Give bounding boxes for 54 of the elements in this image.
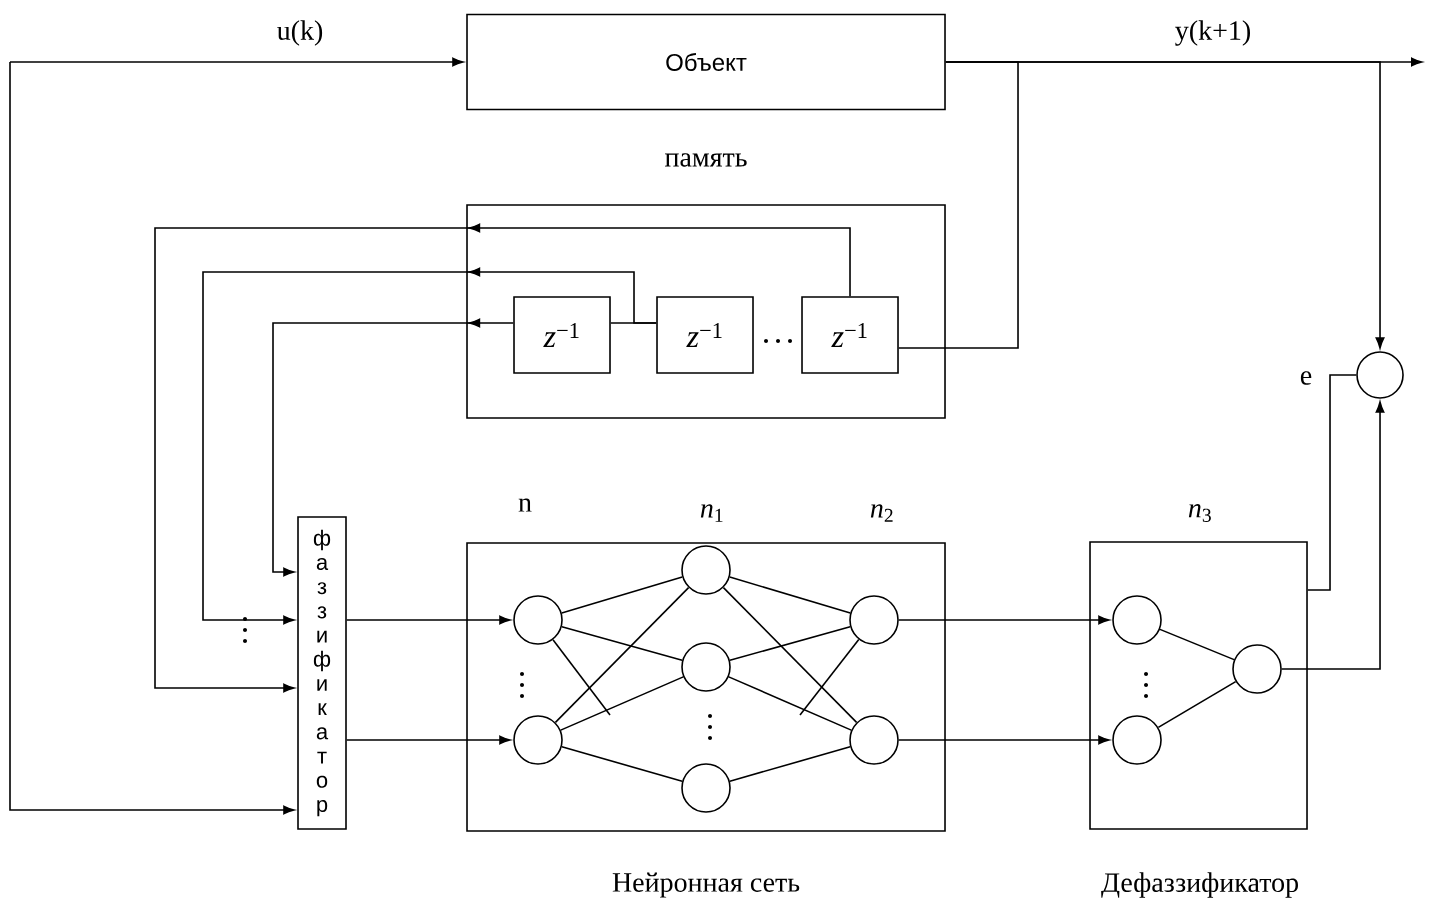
neuron-circle bbox=[513, 715, 563, 765]
layer-label: n$_{3}$ bbox=[1188, 504, 1211, 522]
neuron-circle bbox=[849, 715, 899, 765]
arrow bbox=[346, 735, 511, 745]
arrow bbox=[346, 615, 511, 625]
arrow bbox=[9, 61, 295, 815]
connector-line bbox=[559, 676, 685, 731]
arrow bbox=[202, 267, 657, 625]
delay-box: z$^{−1}$ bbox=[656, 296, 754, 374]
neuron-circle bbox=[681, 642, 731, 692]
connector-line bbox=[554, 586, 690, 724]
defuzzifier-box: Дефаззификатор bbox=[1089, 541, 1308, 898]
delay-box: z$^{−1}$ bbox=[801, 296, 899, 374]
connector-line bbox=[552, 638, 611, 716]
layer-label: n$_{2}$ bbox=[870, 504, 893, 522]
fuzzifier-box: фаззификатор bbox=[297, 516, 347, 830]
signal-label: y(k+1) bbox=[1172, 18, 1254, 48]
connector-line bbox=[561, 625, 683, 662]
summing-circle bbox=[1356, 351, 1404, 399]
neuron-circle bbox=[849, 595, 899, 645]
object-box: Объект bbox=[466, 13, 946, 111]
network-box: Нейронная сеть bbox=[466, 542, 946, 898]
arrow bbox=[898, 735, 1110, 745]
arrow bbox=[945, 61, 1385, 349]
neuron-circle bbox=[1112, 715, 1162, 765]
connector-line bbox=[729, 625, 851, 662]
connector-line bbox=[1157, 680, 1237, 729]
neuron-circle bbox=[513, 595, 563, 645]
connector-line bbox=[729, 576, 852, 614]
connector-line bbox=[1307, 374, 1357, 591]
node-label: Дефаззификатор bbox=[1101, 872, 1298, 898]
layer-label: n bbox=[518, 498, 532, 512]
arrow bbox=[9, 57, 464, 67]
signal-label: e bbox=[1297, 369, 1315, 387]
connector-line bbox=[898, 61, 1019, 349]
node-label: Нейронная сеть bbox=[612, 872, 800, 898]
arrow bbox=[1281, 401, 1385, 670]
connector-line bbox=[729, 746, 851, 782]
connector-line bbox=[561, 746, 683, 782]
neuron-circle bbox=[681, 763, 731, 813]
neuron-circle bbox=[1232, 644, 1282, 694]
delay-box: z$^{−1}$ bbox=[513, 296, 611, 374]
connector-line bbox=[561, 576, 684, 614]
neuron-circle bbox=[681, 545, 731, 595]
arrow bbox=[154, 223, 851, 693]
node-label: память bbox=[665, 153, 747, 167]
arrow bbox=[272, 318, 514, 577]
neuron-circle bbox=[1112, 595, 1162, 645]
connector-line bbox=[722, 586, 858, 724]
connector-line bbox=[1159, 628, 1235, 661]
connector-line bbox=[799, 638, 860, 716]
signal-label: u(k) bbox=[274, 18, 326, 48]
arrow bbox=[898, 615, 1110, 625]
connector-line bbox=[727, 676, 853, 731]
